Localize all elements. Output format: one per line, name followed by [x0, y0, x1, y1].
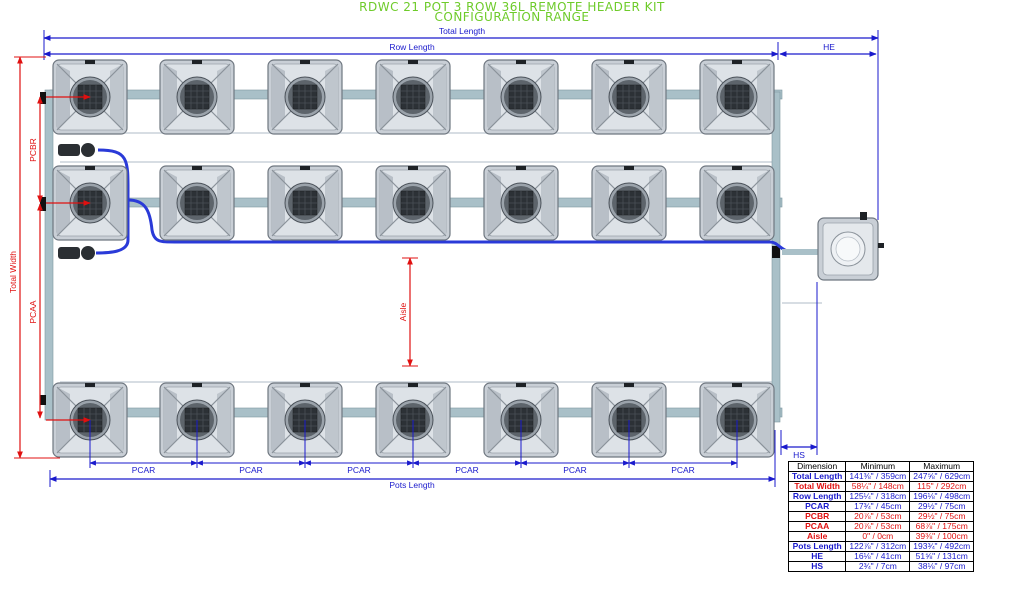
minimum-cell: 141⅜" / 359cm: [845, 471, 911, 482]
pcar-label: PCAR: [132, 465, 156, 475]
dimension-cell: Pots Length: [787, 541, 847, 552]
diagram-title: RDWC 21 POT 3 ROW 36L REMOTE HEADER KIT: [359, 0, 665, 14]
pot: [591, 165, 667, 241]
pcbr-label: PCBR: [28, 138, 38, 162]
vertical-pipes: [40, 89, 781, 423]
minimum-cell: 125¼" / 318cm: [845, 491, 911, 502]
row-centre-markers: [46, 94, 91, 423]
pcaa-label: PCAA: [28, 300, 38, 323]
dimension-cell: PCAA: [787, 521, 847, 532]
minimum-cell: 122⅞" / 312cm: [845, 541, 911, 552]
pot: [159, 59, 235, 135]
row-length-label: Row Length: [389, 42, 435, 52]
pcar-dimensions: PCAR PCAR PCAR PCAR PCAR PCAR: [89, 420, 738, 475]
minimum-cell: 17¾" / 45cm: [845, 501, 911, 512]
dimension-cell: Total Width: [787, 481, 847, 492]
pot: [483, 59, 559, 135]
maximum-cell: 29½" / 75cm: [909, 501, 975, 512]
dimension-cell: Total Length: [787, 471, 847, 482]
maximum-cell: 39⅜" / 100cm: [909, 531, 975, 542]
header-minimum: Minimum: [845, 461, 911, 472]
remote-header-tank: [782, 212, 884, 304]
maximum-cell: 196⅛" / 498cm: [909, 491, 975, 502]
maximum-cell: 247⅝" / 629cm: [909, 471, 975, 482]
pcar-label: PCAR: [455, 465, 479, 475]
maximum-cell: 68⅞" / 175cm: [909, 521, 975, 532]
minimum-cell: 58¼" / 148cm: [845, 481, 911, 492]
hs-label: HS: [793, 450, 805, 460]
pot: [699, 59, 775, 135]
he-label: HE: [823, 42, 835, 52]
diagram-subtitle: CONFIGURATION RANGE: [434, 10, 590, 24]
pcar-label: PCAR: [347, 465, 371, 475]
total-width-label: Total Width: [8, 251, 18, 293]
pcar-label: PCAR: [563, 465, 587, 475]
dimension-cell: Row Length: [787, 491, 847, 502]
minimum-cell: 0" / 0cm: [845, 531, 911, 542]
pcar-label: PCAR: [671, 465, 695, 475]
pcar-label: PCAR: [239, 465, 263, 475]
minimum-cell: 2¾" / 7cm: [845, 561, 911, 572]
dimension-cell: PCBR: [787, 511, 847, 522]
dimension-cell: HE: [787, 551, 847, 562]
dimension-labels: Total Length Row Length HE Total Width P…: [8, 26, 835, 490]
pot: [483, 165, 559, 241]
minimum-cell: 20⅞" / 53cm: [845, 521, 911, 532]
maximum-cell: 115" / 292cm: [909, 481, 975, 492]
pots-length-label: Pots Length: [389, 480, 435, 490]
row-pipes: [49, 89, 783, 418]
hoses: [95, 148, 822, 255]
pot: [375, 59, 451, 135]
maximum-cell: 29½" / 75cm: [909, 511, 975, 522]
minimum-cell: 20⅞" / 53cm: [845, 511, 911, 522]
pot: [267, 165, 343, 241]
maximum-cell: 193¾" / 492cm: [909, 541, 975, 552]
pot: [159, 165, 235, 241]
dimension-cell: Aisle: [787, 531, 847, 542]
header-maximum: Maximum: [909, 461, 975, 472]
dimension-cell: PCAR: [787, 501, 847, 512]
dimension-cell: HS: [787, 561, 847, 572]
aisle-label: Aisle: [398, 303, 408, 322]
dimension-lines: [14, 30, 879, 487]
table-header-row: Dimension Minimum Maximum: [787, 461, 975, 472]
pot: [591, 59, 667, 135]
header-dimension: Dimension: [787, 461, 847, 472]
pot: [375, 165, 451, 241]
minimum-cell: 16⅛" / 41cm: [845, 551, 911, 562]
maximum-cell: 51⅝" / 131cm: [909, 551, 975, 562]
total-length-label: Total Length: [439, 26, 486, 36]
pot: [699, 165, 775, 241]
pot: [267, 59, 343, 135]
hose-fittings: [58, 143, 95, 260]
maximum-cell: 38⅛" / 97cm: [909, 561, 975, 572]
